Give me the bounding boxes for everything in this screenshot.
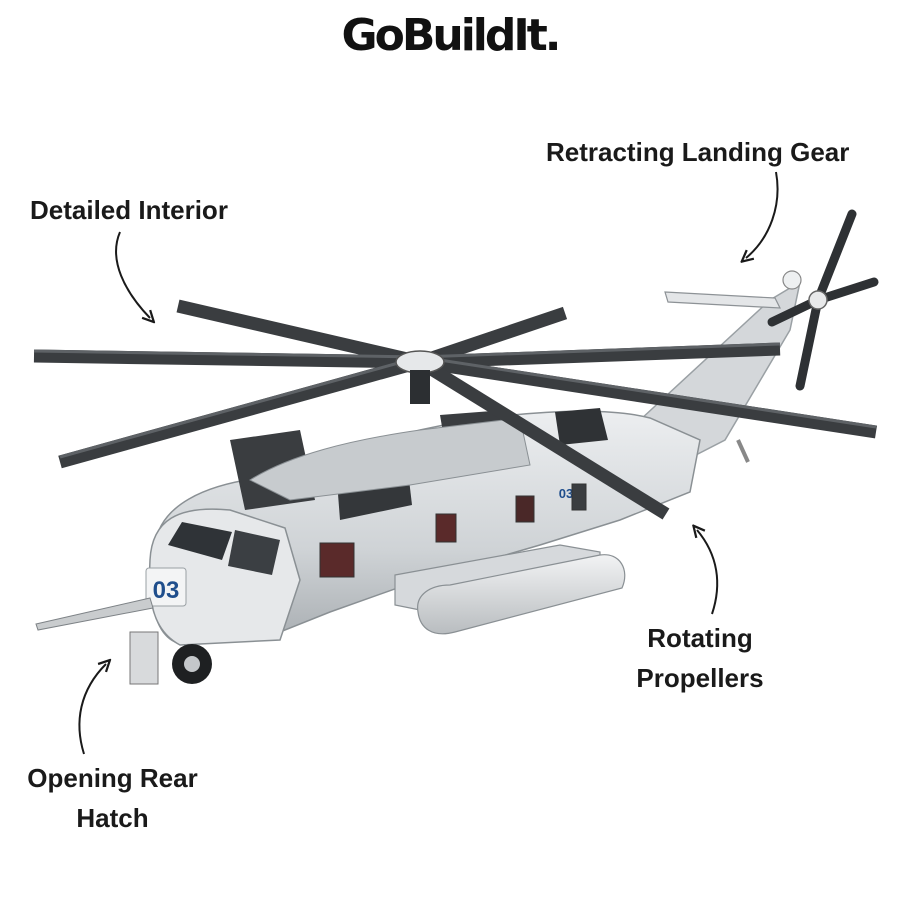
brand-logo: GoBuildIt. (341, 10, 562, 61)
curved-arrow-down-icon (115, 231, 150, 318)
feature-label-opening-rear-hatch: Opening Rear Hatch (10, 758, 215, 838)
curved-arrow-up-icon (697, 530, 719, 615)
feature-label-retracting-landing-gear: Retracting Landing Gear (546, 137, 850, 167)
feature-label-line: Rotating (647, 623, 753, 653)
feature-label-detailed-interior: Detailed Interior (30, 195, 228, 225)
feature-label-line: Opening Rear (27, 763, 198, 793)
main-rotor (33, 299, 877, 520)
side-marking: 03 (559, 486, 573, 501)
fuselage-marking: 03 (153, 577, 180, 604)
feature-label-line: Propellers (636, 663, 764, 693)
curved-arrow-down-icon (746, 171, 779, 258)
feature-label-line: Hatch (76, 803, 149, 833)
curved-arrow-up-icon (78, 664, 106, 755)
feature-label-rotating-propellers: Rotating Propellers (600, 618, 800, 698)
